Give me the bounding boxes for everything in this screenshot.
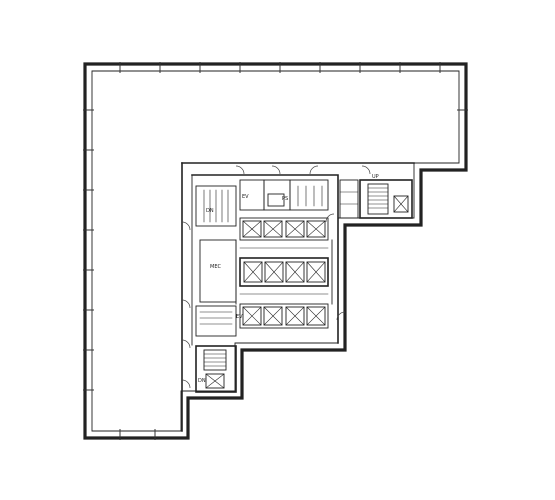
elevator-bank-bottom <box>239 303 329 329</box>
room-label-d: MEC <box>210 264 221 270</box>
room-label-e: EV <box>236 314 243 320</box>
column-marks <box>83 62 468 440</box>
stair-block-upper <box>339 179 413 219</box>
elevator-bank-middle <box>239 257 329 287</box>
door-swings <box>181 165 371 389</box>
room-label-b: EV <box>242 194 249 200</box>
room-label-f: DN <box>198 378 206 384</box>
outer-wall <box>83 62 468 440</box>
room-label-a: DN <box>206 208 214 214</box>
core-wall <box>181 162 415 432</box>
left-service-rooms <box>195 185 237 337</box>
room-label-g: UP <box>372 174 379 180</box>
room-label-c: PS <box>282 196 288 202</box>
stair-block-lower <box>195 345 237 393</box>
elevator-bank-top <box>239 217 329 241</box>
elevator-lobby <box>235 239 333 305</box>
top-service-rooms <box>239 179 329 211</box>
